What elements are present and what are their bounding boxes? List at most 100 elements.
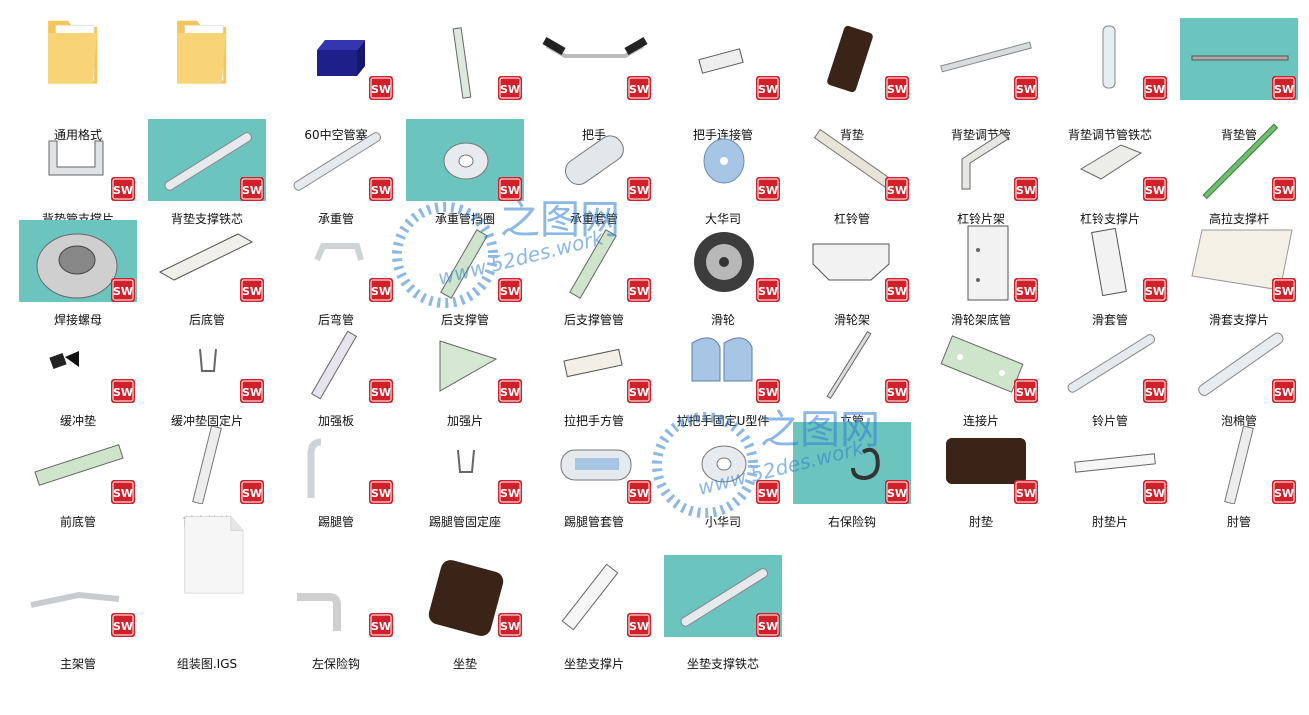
file-name-label: 肘管 xyxy=(1226,515,1251,529)
svg-text:SW: SW xyxy=(1145,184,1165,197)
file-item[interactable]: SW 杠铃片架 xyxy=(921,111,1050,226)
file-item[interactable]: SW 杠铃管 xyxy=(792,111,921,226)
file-item[interactable]: SW 承重套管 xyxy=(534,111,663,226)
part-thumbnail: SW xyxy=(19,321,137,403)
solidworks-icon: SW xyxy=(1143,480,1167,504)
file-name-label: 杠铃片架 xyxy=(956,212,1005,226)
part-thumbnail: SW xyxy=(922,220,1040,302)
svg-text:SW: SW xyxy=(1145,83,1165,96)
solidworks-icon: SW xyxy=(1272,177,1296,201)
svg-text:SW: SW xyxy=(371,285,391,298)
svg-text:SW: SW xyxy=(1145,386,1165,399)
file-name-label: 焊接螺母 xyxy=(53,313,102,327)
folder-icon xyxy=(19,10,137,117)
file-name-label: 背垫支撑铁芯 xyxy=(170,212,243,226)
svg-text:SW: SW xyxy=(242,487,262,500)
svg-text:SW: SW xyxy=(1016,83,1036,96)
file-name-label: 小华司 xyxy=(704,515,741,529)
solidworks-icon: SW xyxy=(498,177,522,201)
part-thumbnail: SW xyxy=(19,119,137,201)
part-thumbnail: SW xyxy=(148,220,266,302)
part-thumbnail: SW xyxy=(535,422,653,504)
part-thumbnail: SW xyxy=(922,119,1040,201)
svg-text:SW: SW xyxy=(887,285,907,298)
file-name-label: 加强片 xyxy=(446,414,483,428)
file-name-label: 大华司 xyxy=(704,212,741,226)
solidworks-icon: SW xyxy=(1014,379,1038,403)
file-name-label: 拉把手方管 xyxy=(563,414,624,428)
file-item[interactable]: SW前支撑管 xyxy=(147,414,276,529)
file-item[interactable]: 组装图.IGS xyxy=(147,515,276,671)
file-icon xyxy=(148,515,266,622)
svg-text:SW: SW xyxy=(887,184,907,197)
file-name-label: 后弯管 xyxy=(317,313,354,327)
file-item[interactable]: 组装图 xyxy=(147,10,276,142)
svg-text:SW: SW xyxy=(371,184,391,197)
svg-text:SW: SW xyxy=(887,487,907,500)
solidworks-icon: SW xyxy=(369,76,393,100)
part-thumbnail: SW xyxy=(277,18,395,100)
file-item[interactable]: SW 后弯管 xyxy=(276,212,405,327)
part-thumbnail: SW xyxy=(148,422,266,504)
file-name-label: 承重套管 xyxy=(569,212,618,226)
part-thumbnail: SW xyxy=(406,220,524,302)
solidworks-icon: SW xyxy=(627,177,651,201)
file-row: SW前底管SW前支撑管SW踢腿管SW踢腿管固定座SW踢腿管套管SW小华司SW右保… xyxy=(18,414,1308,529)
solidworks-icon: SW xyxy=(885,177,909,201)
file-item[interactable]: SW安全钩连接片 xyxy=(405,10,534,142)
solidworks-icon: SW xyxy=(1272,379,1296,403)
file-name-label: 主架管 xyxy=(59,657,96,671)
part-thumbnail: SW xyxy=(1051,321,1169,403)
file-name-label: 杠铃管 xyxy=(833,212,870,226)
part-thumbnail: SW xyxy=(922,422,1040,504)
file-item[interactable]: 通用格式 xyxy=(18,10,147,142)
